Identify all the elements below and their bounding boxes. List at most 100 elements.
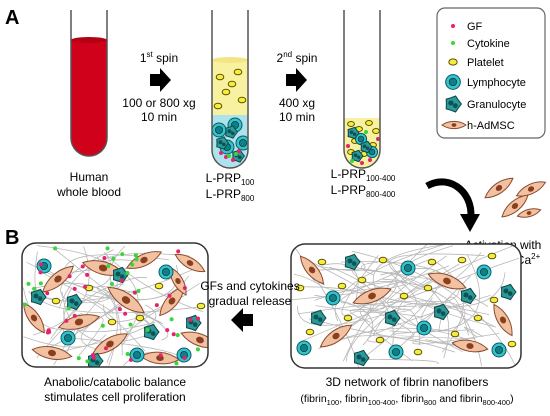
platelet-icon bbox=[343, 314, 353, 322]
fibrin-fiber bbox=[50, 283, 124, 340]
tube3-label-2: L-PRP800-400 bbox=[331, 183, 396, 199]
granulocyte-icon bbox=[460, 287, 477, 305]
stem-cell-icon bbox=[125, 251, 163, 269]
lymphocyte-nucleus bbox=[357, 135, 365, 143]
legend-label: Platelet bbox=[467, 57, 504, 69]
cytokine-dot-icon bbox=[53, 246, 58, 251]
stem-cell-icon bbox=[427, 272, 467, 290]
cytokine-dot-icon bbox=[136, 288, 141, 293]
lymphocyte-icon bbox=[491, 342, 507, 358]
gf-dot-icon bbox=[91, 353, 95, 358]
stem-cell-icon bbox=[319, 324, 353, 348]
legend-item-gf: GF bbox=[451, 21, 483, 33]
gf-dot-icon bbox=[117, 307, 122, 312]
platelet-icon bbox=[135, 314, 145, 322]
lymphocyte-icon bbox=[445, 74, 461, 90]
gf-dot-icon bbox=[80, 264, 85, 269]
granulocyte-lobe bbox=[436, 308, 442, 314]
gf-dot-icon bbox=[176, 249, 181, 254]
stem-cell-icon bbox=[451, 339, 489, 353]
platelet-icon bbox=[473, 314, 483, 322]
lymphocyte-nucleus bbox=[161, 267, 170, 276]
granulocyte-lobe bbox=[365, 146, 370, 150]
granulocyte-lobe bbox=[73, 301, 79, 306]
platelet-icon bbox=[213, 102, 223, 110]
stem-cell-nucleus bbox=[332, 332, 340, 340]
gf-dot-icon bbox=[128, 357, 133, 362]
release-caption-line2: gradual release bbox=[209, 294, 292, 308]
granulocyte-lobe bbox=[347, 258, 353, 264]
granulocyte-lobe bbox=[351, 261, 357, 266]
granulocyte-lobe bbox=[94, 360, 100, 365]
platelet-icon bbox=[227, 80, 237, 88]
gf-dot-icon bbox=[158, 353, 163, 358]
fibrin-caption-line2: (fibrin100, fibrin100-400, fibrin800 and… bbox=[300, 393, 513, 407]
legend-box bbox=[436, 7, 546, 139]
granulocyte-icon bbox=[433, 303, 450, 321]
lymphocyte-icon bbox=[476, 264, 492, 280]
platelet-icon bbox=[448, 58, 458, 66]
platelet-icon bbox=[372, 127, 380, 135]
gf-dot-icon bbox=[237, 149, 241, 153]
cytokine-dot-icon bbox=[76, 356, 81, 361]
fibrin-fiber bbox=[335, 335, 456, 353]
platelet-icon bbox=[233, 68, 243, 76]
granulocyte-lobe bbox=[353, 153, 358, 158]
cytokine-dot-icon bbox=[111, 256, 116, 261]
stem-cell-icon bbox=[107, 286, 145, 314]
lymphocyte-nucleus bbox=[132, 350, 141, 359]
stem-cell-icon bbox=[441, 120, 467, 130]
platelet-icon bbox=[305, 328, 315, 336]
legend-item-h-admsc: h-AdMSC bbox=[441, 120, 515, 132]
granulocyte-lobe bbox=[391, 317, 397, 322]
cytokine-dot-icon bbox=[66, 306, 71, 311]
lymphocyte-nucleus bbox=[214, 126, 223, 135]
blood-caption-line1: Human bbox=[70, 170, 109, 184]
lymphocyte-icon bbox=[212, 122, 227, 138]
fibrin-fiber bbox=[325, 263, 359, 305]
granulocyte-lobe bbox=[387, 314, 393, 320]
blood-fill bbox=[71, 40, 107, 156]
fibrin-fiber bbox=[23, 334, 107, 348]
granulocyte-lobe bbox=[452, 103, 458, 109]
stem-cell-icon bbox=[352, 287, 392, 305]
lymphocyte-icon bbox=[325, 290, 341, 306]
granulocyte-lobe bbox=[313, 314, 319, 320]
proliferation-caption-line2: stimulates cell proliferation bbox=[44, 390, 185, 404]
stem-cell-nucleus bbox=[466, 343, 474, 349]
fibrin-network-box bbox=[290, 243, 522, 369]
stem-cell-icon bbox=[23, 302, 45, 334]
fibrin-fiber bbox=[395, 245, 495, 327]
stem-cell-nucleus bbox=[499, 316, 507, 324]
spin1-time: 10 min bbox=[141, 110, 177, 124]
stem-cell-nucleus bbox=[368, 292, 376, 300]
granulocyte-icon bbox=[445, 95, 463, 113]
granulocyte-lobe bbox=[221, 142, 226, 147]
legend-item-cytokine: Cytokine bbox=[451, 38, 510, 50]
granulocyte-icon bbox=[216, 136, 230, 150]
lymphocyte-icon bbox=[60, 330, 76, 346]
granulocyte-lobe bbox=[448, 100, 454, 106]
fibrin-fiber bbox=[383, 261, 460, 307]
lymphocyte-icon bbox=[158, 264, 174, 280]
granulocyte-lobe bbox=[69, 298, 75, 304]
granulocyte-lobe bbox=[237, 155, 242, 160]
lymphocyte-icon bbox=[388, 344, 404, 360]
fibrin-fiber bbox=[306, 259, 385, 310]
stem-cell-icon bbox=[174, 253, 206, 273]
cytokine-dot-icon bbox=[234, 152, 238, 156]
granulocyte-lobe bbox=[440, 311, 446, 316]
granulocyte-lobe bbox=[362, 144, 367, 149]
stem-cell-icon bbox=[57, 314, 101, 330]
granulocyte-lobe bbox=[503, 288, 509, 294]
gf-dot-icon bbox=[102, 255, 107, 260]
cytokine-dot-icon bbox=[23, 302, 28, 307]
fibrin-fiber bbox=[80, 300, 132, 352]
l-prp-concentrate-tube bbox=[343, 10, 381, 169]
fibrin-fiber bbox=[420, 275, 471, 321]
granulocyte-icon bbox=[225, 125, 239, 139]
lymphocyte-nucleus bbox=[479, 267, 488, 276]
lymphocyte-nucleus bbox=[328, 293, 337, 302]
cytokine-dot-icon bbox=[350, 159, 354, 163]
arrow-head-icon bbox=[460, 214, 480, 232]
